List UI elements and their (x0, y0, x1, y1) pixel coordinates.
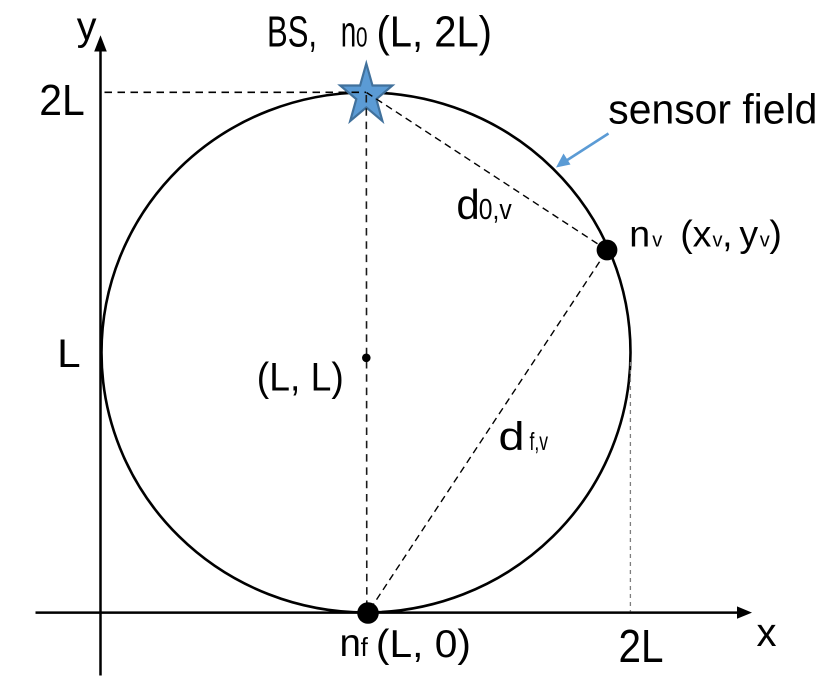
svg-text:sensor field: sensor field (608, 86, 817, 133)
svg-text:2L: 2L (39, 77, 85, 125)
svg-text:(L, 0): (L, 0) (376, 623, 471, 666)
svg-text:n: n (340, 622, 361, 665)
svg-text:0,v: 0,v (479, 194, 512, 226)
svg-text:(x: (x (680, 212, 711, 254)
svg-text:,: , (722, 212, 732, 254)
svg-text:): ) (769, 212, 782, 254)
svg-text:(L, 2L): (L, 2L) (377, 8, 493, 57)
svg-text:v: v (652, 229, 662, 251)
svg-text:y: y (77, 5, 97, 49)
svg-text:(L, L): (L, L) (257, 356, 344, 400)
svg-text:v: v (713, 229, 723, 251)
svg-text:y: y (739, 212, 758, 254)
svg-text:d: d (456, 181, 479, 228)
svg-text:0: 0 (356, 22, 368, 53)
svg-text:n: n (341, 8, 357, 57)
svg-text:f: f (361, 632, 369, 662)
svg-text:v: v (760, 229, 770, 251)
svg-text:x: x (757, 611, 777, 655)
svg-text:d: d (499, 415, 525, 459)
svg-text:f,v: f,v (530, 428, 549, 456)
svg-text:BS,: BS, (267, 8, 317, 57)
svg-text:n: n (629, 212, 650, 254)
svg-text:L: L (57, 332, 80, 376)
svg-text:2L: 2L (619, 620, 664, 672)
